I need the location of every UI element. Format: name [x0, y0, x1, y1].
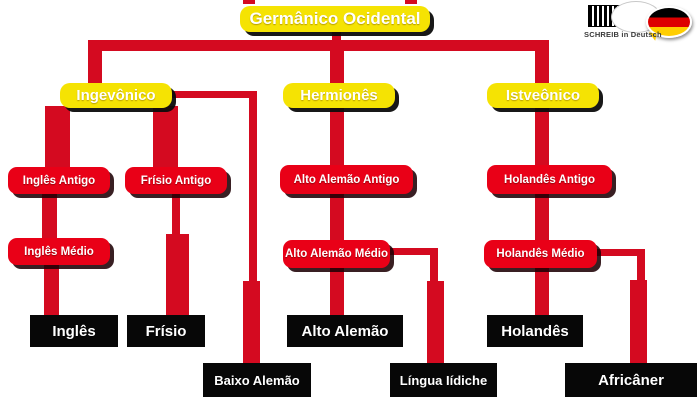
- connector-iidiche-stub: [427, 281, 444, 365]
- connector-istveonico-holandes-antigo: [535, 106, 549, 166]
- connector-frisio-antigo-frisio-thin: [172, 194, 180, 236]
- node-baixo-alemao: Baixo Alemão: [203, 363, 311, 397]
- connector-ingevonico-baixo-alemao-h: [172, 91, 254, 98]
- connector-hermiones-alto-alemao-antigo: [330, 106, 344, 166]
- node-holandes: Holandês: [487, 315, 583, 347]
- node-alto-alemao: Alto Alemão: [287, 315, 403, 347]
- node-ingevonico: Ingevônico: [60, 83, 172, 108]
- connector-baixo-alemao-stub: [243, 281, 260, 365]
- connector-root-stub: [332, 30, 341, 42]
- node-hermiones: Hermionês: [283, 83, 395, 108]
- logo-caption: SCHREIB in Deutsch: [584, 30, 662, 39]
- connector-artifact-left: [243, 0, 255, 4]
- connector-drop-hermiones: [330, 40, 344, 83]
- connector-drop-ingevonico: [88, 40, 102, 83]
- connector-frisio-antigo-frisio-thick: [166, 234, 189, 315]
- connector-alto-alemao-antigo-medio: [330, 193, 344, 241]
- connector-ingevonico-frisio-antigo: [153, 106, 178, 167]
- node-germanico-ocidental: Germânico Ocidental: [240, 6, 430, 32]
- connector-ingles-antigo-medio: [42, 193, 57, 239]
- node-alto-alemao-antigo: Alto Alemão Antigo: [280, 165, 413, 194]
- node-frisio: Frísio: [127, 315, 205, 347]
- connector-root-hbar: [88, 40, 549, 51]
- connector-ingles-medio-ingles: [44, 264, 59, 316]
- connector-ingevonico-ingles-antigo: [45, 106, 70, 167]
- node-lingua-iidiche: Língua Iídiche: [390, 363, 497, 397]
- node-alto-alemao-medio: Alto Alemão Médio: [283, 240, 390, 268]
- connector-holandes-medio-africaner-h: [595, 249, 645, 256]
- connector-holandes-antigo-medio: [535, 193, 549, 241]
- german-flag-icon: [646, 6, 692, 38]
- connector-ingevonico-baixo-alemao-v: [249, 91, 257, 283]
- node-ingles-antigo: Inglês Antigo: [8, 167, 110, 194]
- node-ingles: Inglês: [30, 315, 118, 347]
- node-holandes-medio: Holandês Médio: [484, 240, 597, 268]
- connector-alto-alemao-medio-alto-alemao: [330, 267, 344, 316]
- connector-africaner-stub: [630, 280, 647, 364]
- node-istveonico: Istveônico: [487, 83, 599, 108]
- node-ingles-medio: Inglês Médio: [8, 238, 110, 265]
- logo: SCHREIB in Deutsch: [584, 0, 700, 42]
- connector-drop-istveonico: [535, 40, 549, 83]
- connector-holandes-medio-holandes: [535, 267, 549, 316]
- connector-alto-alemao-medio-iidiche-v: [430, 248, 438, 284]
- node-frisio-antigo: Frísio Antigo: [125, 167, 227, 194]
- connector-alto-alemao-medio-iidiche-h: [388, 248, 438, 255]
- connector-artifact-right: [405, 0, 417, 4]
- connector-holandes-medio-africaner-v: [637, 249, 645, 283]
- node-africaner: Africâner: [565, 363, 697, 397]
- node-holandes-antigo: Holandês Antigo: [487, 165, 612, 194]
